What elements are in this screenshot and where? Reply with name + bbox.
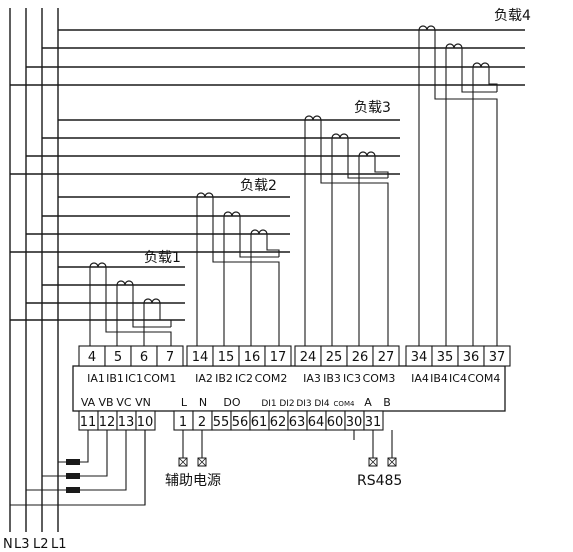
terminal-label: IC4 — [449, 372, 467, 385]
bottom-terminal-block — [78, 410, 384, 431]
meter-body — [72, 365, 506, 412]
terminal-label: IA1 — [87, 372, 105, 385]
terminal-label: L — [181, 396, 188, 409]
rs485-connector — [353, 430, 397, 467]
terminal-number: 60 — [327, 415, 344, 430]
terminal-label: IB2 — [215, 372, 233, 385]
terminal-label: COM3 — [363, 372, 396, 385]
bottom-terminal-labels: VA VB VC VN L N DO DI1 DI2 DI3 DI4 COM4 … — [81, 396, 391, 409]
load2-label: 负载2 — [240, 178, 277, 194]
terminal-number: 7 — [166, 350, 174, 365]
terminal-number: 10 — [137, 415, 154, 430]
terminal-number: 64 — [308, 415, 325, 430]
load1-label: 负载1 — [144, 250, 181, 266]
terminal-label: DO — [223, 396, 240, 409]
terminal-label: IA2 — [195, 372, 213, 385]
terminal-number: 35 — [437, 350, 454, 365]
terminal-label: IB3 — [323, 372, 341, 385]
terminal-number: 61 — [251, 415, 268, 430]
terminal-number: 13 — [118, 415, 135, 430]
top-terminal-numbers: 4 5 6 7 14 15 16 17 24 25 26 27 34 35 36… — [88, 350, 505, 365]
aux-power-label: 辅助电源 — [165, 473, 221, 489]
terminal-label: DI1 — [261, 399, 276, 409]
fuse-group — [66, 459, 80, 493]
terminal-label: VA — [81, 396, 96, 409]
terminal-number: 30 — [346, 415, 363, 430]
terminal-number: 25 — [326, 350, 343, 365]
terminal-label: COM2 — [255, 372, 288, 385]
terminal-label: IC2 — [235, 372, 253, 385]
terminal-number: 26 — [352, 350, 369, 365]
terminal-number: 15 — [218, 350, 235, 365]
aux-power-connector — [178, 430, 207, 467]
terminal-label: IB4 — [430, 372, 448, 385]
terminal-number: 1 — [179, 415, 187, 430]
terminal-label: N — [199, 396, 207, 409]
phase-labels: N L3 L2 L1 — [3, 537, 67, 552]
terminal-number: 56 — [232, 415, 249, 430]
ct-load2 — [196, 192, 268, 235]
bottom-terminal-numbers: 11 12 13 10 1 2 55 56 61 62 63 64 60 30 … — [80, 415, 382, 430]
fuse-icon — [66, 487, 80, 493]
terminal-label: DI2 — [279, 399, 294, 409]
terminal-number: 2 — [198, 415, 206, 430]
terminal-number: 36 — [463, 350, 480, 365]
terminal-number: 5 — [114, 350, 122, 365]
ct-load1 — [89, 262, 161, 304]
terminal-number: 12 — [99, 415, 116, 430]
terminal-number: 17 — [270, 350, 287, 365]
load2-feeders — [10, 196, 290, 253]
top-terminal-labels: IA1 IB1 IC1 COM1 IA2 IB2 IC2 COM2 IA3 IB… — [87, 372, 500, 385]
load3-label: 负载3 — [354, 100, 391, 116]
load4-feeders — [10, 29, 525, 86]
load1-feeders — [10, 266, 185, 321]
terminal-number: 37 — [489, 350, 506, 365]
terminal-label: COM4 — [334, 400, 355, 408]
terminal-label: VN — [135, 396, 151, 409]
terminal-label: COM4 — [468, 372, 501, 385]
terminal-label: IA3 — [303, 372, 321, 385]
terminal-number: 62 — [270, 415, 287, 430]
terminal-label: IC3 — [343, 372, 361, 385]
phase-label-n: N — [3, 537, 13, 552]
terminal-number: 63 — [289, 415, 306, 430]
terminal-label: IA4 — [411, 372, 429, 385]
terminal-number: 31 — [365, 415, 382, 430]
terminal-number: 14 — [192, 350, 209, 365]
rs485-label: RS485 — [357, 473, 402, 489]
terminal-label: COM1 — [144, 372, 177, 385]
phase-label-l3: L3 — [14, 537, 30, 552]
terminal-label: IB1 — [106, 372, 124, 385]
fuse-icon — [66, 473, 80, 479]
ct-leads — [89, 30, 498, 346]
terminal-label: VC — [116, 396, 132, 409]
fuse-icon — [66, 459, 80, 465]
load3-feeders — [10, 119, 400, 175]
terminal-number: 4 — [88, 350, 96, 365]
terminal-label: DI3 — [296, 399, 311, 409]
terminal-label: IC1 — [125, 372, 143, 385]
terminal-number: 24 — [300, 350, 317, 365]
terminal-number: 16 — [244, 350, 261, 365]
load4-label: 负载4 — [494, 8, 531, 24]
terminal-label: B — [383, 396, 391, 409]
terminal-label: VB — [98, 396, 113, 409]
voltage-wiring — [10, 430, 146, 506]
terminal-label: A — [364, 396, 372, 409]
terminal-label: DI4 — [314, 399, 330, 409]
top-terminal-block — [78, 345, 511, 367]
terminal-number: 55 — [213, 415, 230, 430]
terminal-number: 11 — [80, 415, 97, 430]
terminal-number: 34 — [411, 350, 428, 365]
terminal-number: 6 — [140, 350, 148, 365]
ct-load3 — [304, 115, 376, 157]
phase-label-l2: L2 — [33, 537, 49, 552]
ct-load4 — [418, 25, 490, 68]
phase-label-l1: L1 — [51, 537, 67, 552]
terminal-number: 27 — [378, 350, 395, 365]
